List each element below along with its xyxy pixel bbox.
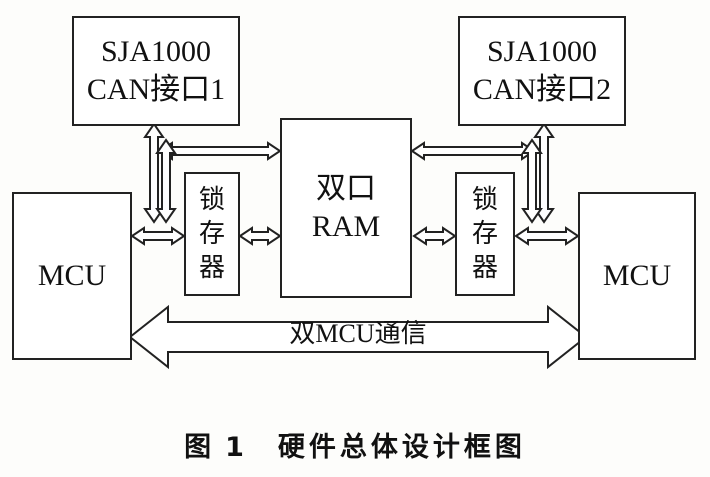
latch-left-box: 锁 存 器 [184, 172, 240, 296]
caption-number: 1 [225, 432, 248, 463]
caption-prefix: 图 [184, 432, 216, 463]
mcu-left-box: MCU [12, 192, 132, 360]
latch-left-char-2: 存 [198, 219, 225, 248]
can-interface-1-box: SJA1000 CAN接口1 [72, 16, 240, 126]
ram-label-line1: 双口 [316, 172, 376, 205]
latch-left-char-3: 器 [198, 253, 225, 282]
latch-left-ram-arrow [238, 226, 282, 246]
can1-ram-arrow [158, 141, 282, 161]
can1-vertical-arrow-2 [155, 138, 177, 224]
latch-right-char-2: 存 [471, 219, 498, 248]
ram-label-line2: RAM [311, 210, 381, 243]
latch-right-mcu-arrow [514, 226, 580, 246]
can1-interface-label: CAN接口1 [86, 73, 226, 106]
latch-right-char-1: 锁 [471, 185, 498, 214]
can2-vertical-arrow [533, 122, 555, 224]
latch-right-box: 锁 存 器 [455, 172, 515, 296]
can2-interface-label: CAN接口2 [472, 73, 612, 106]
mcu-left-latch-arrow [130, 226, 186, 246]
mcu-left-label: MCU [37, 259, 107, 292]
can-interface-2-box: SJA1000 CAN接口2 [458, 16, 626, 126]
mcu-bus-label: 双MCU通信 [289, 319, 427, 348]
caption-title: 硬件总体设计框图 [277, 432, 526, 463]
ram-latch-right-arrow [412, 226, 457, 246]
can1-vertical-arrow [143, 122, 165, 224]
can2-vertical-arrow-2 [521, 138, 543, 224]
mcu-right-label: MCU [602, 259, 672, 292]
ram-can2-arrow [410, 141, 536, 161]
mcu-right-box: MCU [578, 192, 696, 360]
latch-left-char-1: 锁 [198, 185, 225, 214]
dual-port-ram-box: 双口 RAM [280, 118, 412, 298]
can1-chip-label: SJA1000 [100, 35, 212, 68]
can2-chip-label: SJA1000 [486, 35, 598, 68]
latch-right-char-3: 器 [471, 253, 498, 282]
